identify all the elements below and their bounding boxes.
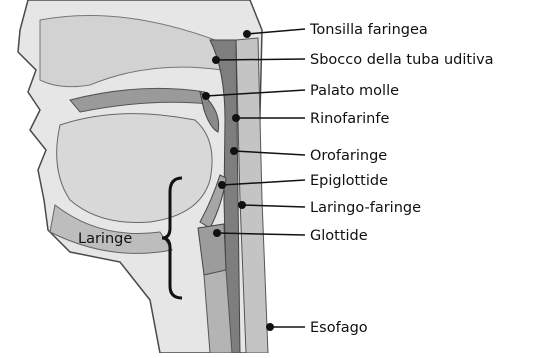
dot-sbocco [212,56,220,64]
head-illustration [18,0,268,353]
dot-rinofaringe [232,114,240,122]
label-laringo-faringe: Laringo-faringe [310,200,421,216]
label-esofago: Esofago [310,320,368,336]
label-orofaringe: Orofaringe [310,148,387,164]
label-palato-molle: Palato molle [310,83,399,99]
label-laringe: Laringe [78,231,132,247]
dot-epiglottide [218,181,226,189]
leader-sbocco [216,59,305,60]
dot-glottide [213,229,221,237]
dot-palato [202,92,210,100]
dot-orofaringe [230,147,238,155]
dot-tonsilla [243,30,251,38]
label-tonsilla-faringea: Tonsilla faringea [309,22,428,38]
label-rinofaringe: Rinofarinfe [310,111,389,127]
label-sbocco-tuba-uditiva: Sbocco della tuba uditiva [310,52,494,68]
dot-laringofaringe [238,201,246,209]
tongue [57,114,212,223]
label-epiglottide: Epiglottide [310,173,388,189]
label-glottide: Glottide [310,228,368,244]
dot-esofago [266,323,274,331]
